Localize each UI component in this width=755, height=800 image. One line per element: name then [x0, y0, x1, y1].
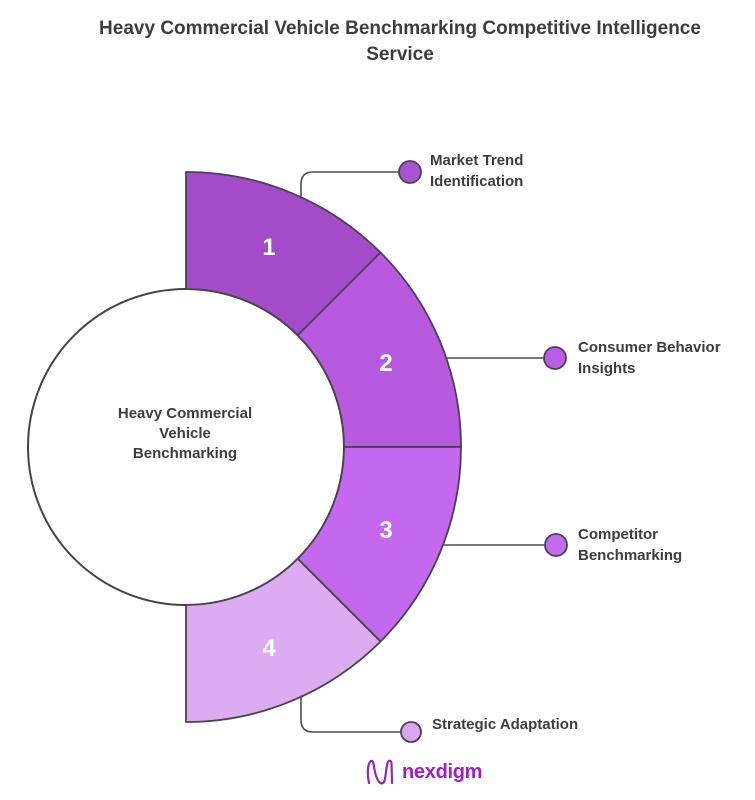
- callout-label-4: Strategic Adaptation: [432, 716, 579, 733]
- segment-number-4: 4: [262, 635, 276, 662]
- callout-bullet-2: [543, 346, 567, 370]
- callout-label-3: Competitor Benchmarking: [578, 526, 683, 564]
- segment-number-2: 2: [379, 350, 393, 377]
- segment-number-1: 1: [262, 234, 276, 261]
- nexdigm-logo-icon: [366, 759, 394, 785]
- brand-name: nexdigm: [402, 760, 483, 783]
- callout-line-1: [300, 171, 399, 199]
- callout-line-4: [300, 695, 401, 733]
- center-circle-label: Heavy Commercial Vehicle Benchmarking: [117, 405, 253, 462]
- callout-bullet-4: [400, 721, 422, 743]
- callout-bullet-3: [544, 533, 568, 557]
- segment-number-3: 3: [379, 517, 393, 544]
- donut-segment-4: [185, 557, 382, 723]
- callout-bullet-1: [398, 160, 422, 184]
- callout-label-2: Consumer Behavior Insights: [578, 339, 721, 377]
- callout-label-1: Market Trend Identification: [430, 152, 524, 190]
- footer-logo: nexdigm: [364, 755, 482, 789]
- page-title: Heavy Commercial Vehicle Benchmarking Co…: [99, 18, 701, 65]
